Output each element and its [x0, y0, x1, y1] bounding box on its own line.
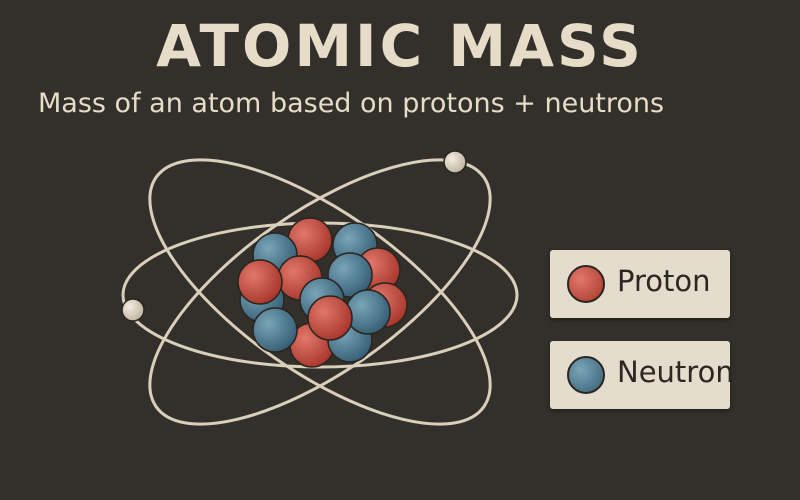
page-title: ATOMIC MASS: [156, 12, 644, 80]
proton: [237, 259, 283, 305]
proton: [307, 295, 353, 341]
legend-item-neutron: Neutron: [550, 341, 734, 409]
legend-label: Proton: [617, 264, 711, 298]
legend-label: Neutron: [617, 355, 734, 389]
neutron-icon: [567, 356, 605, 394]
neutron: [345, 289, 391, 335]
electron: [121, 298, 145, 322]
neutron: [252, 307, 298, 353]
proton-icon: [567, 265, 605, 303]
electron: [443, 150, 467, 174]
subtitle: Mass of an atom based on protons + neutr…: [38, 88, 665, 119]
orbit-tilted-left: [148, 158, 492, 426]
nucleus: [237, 217, 408, 368]
legend-item-proton: Proton: [550, 250, 730, 318]
